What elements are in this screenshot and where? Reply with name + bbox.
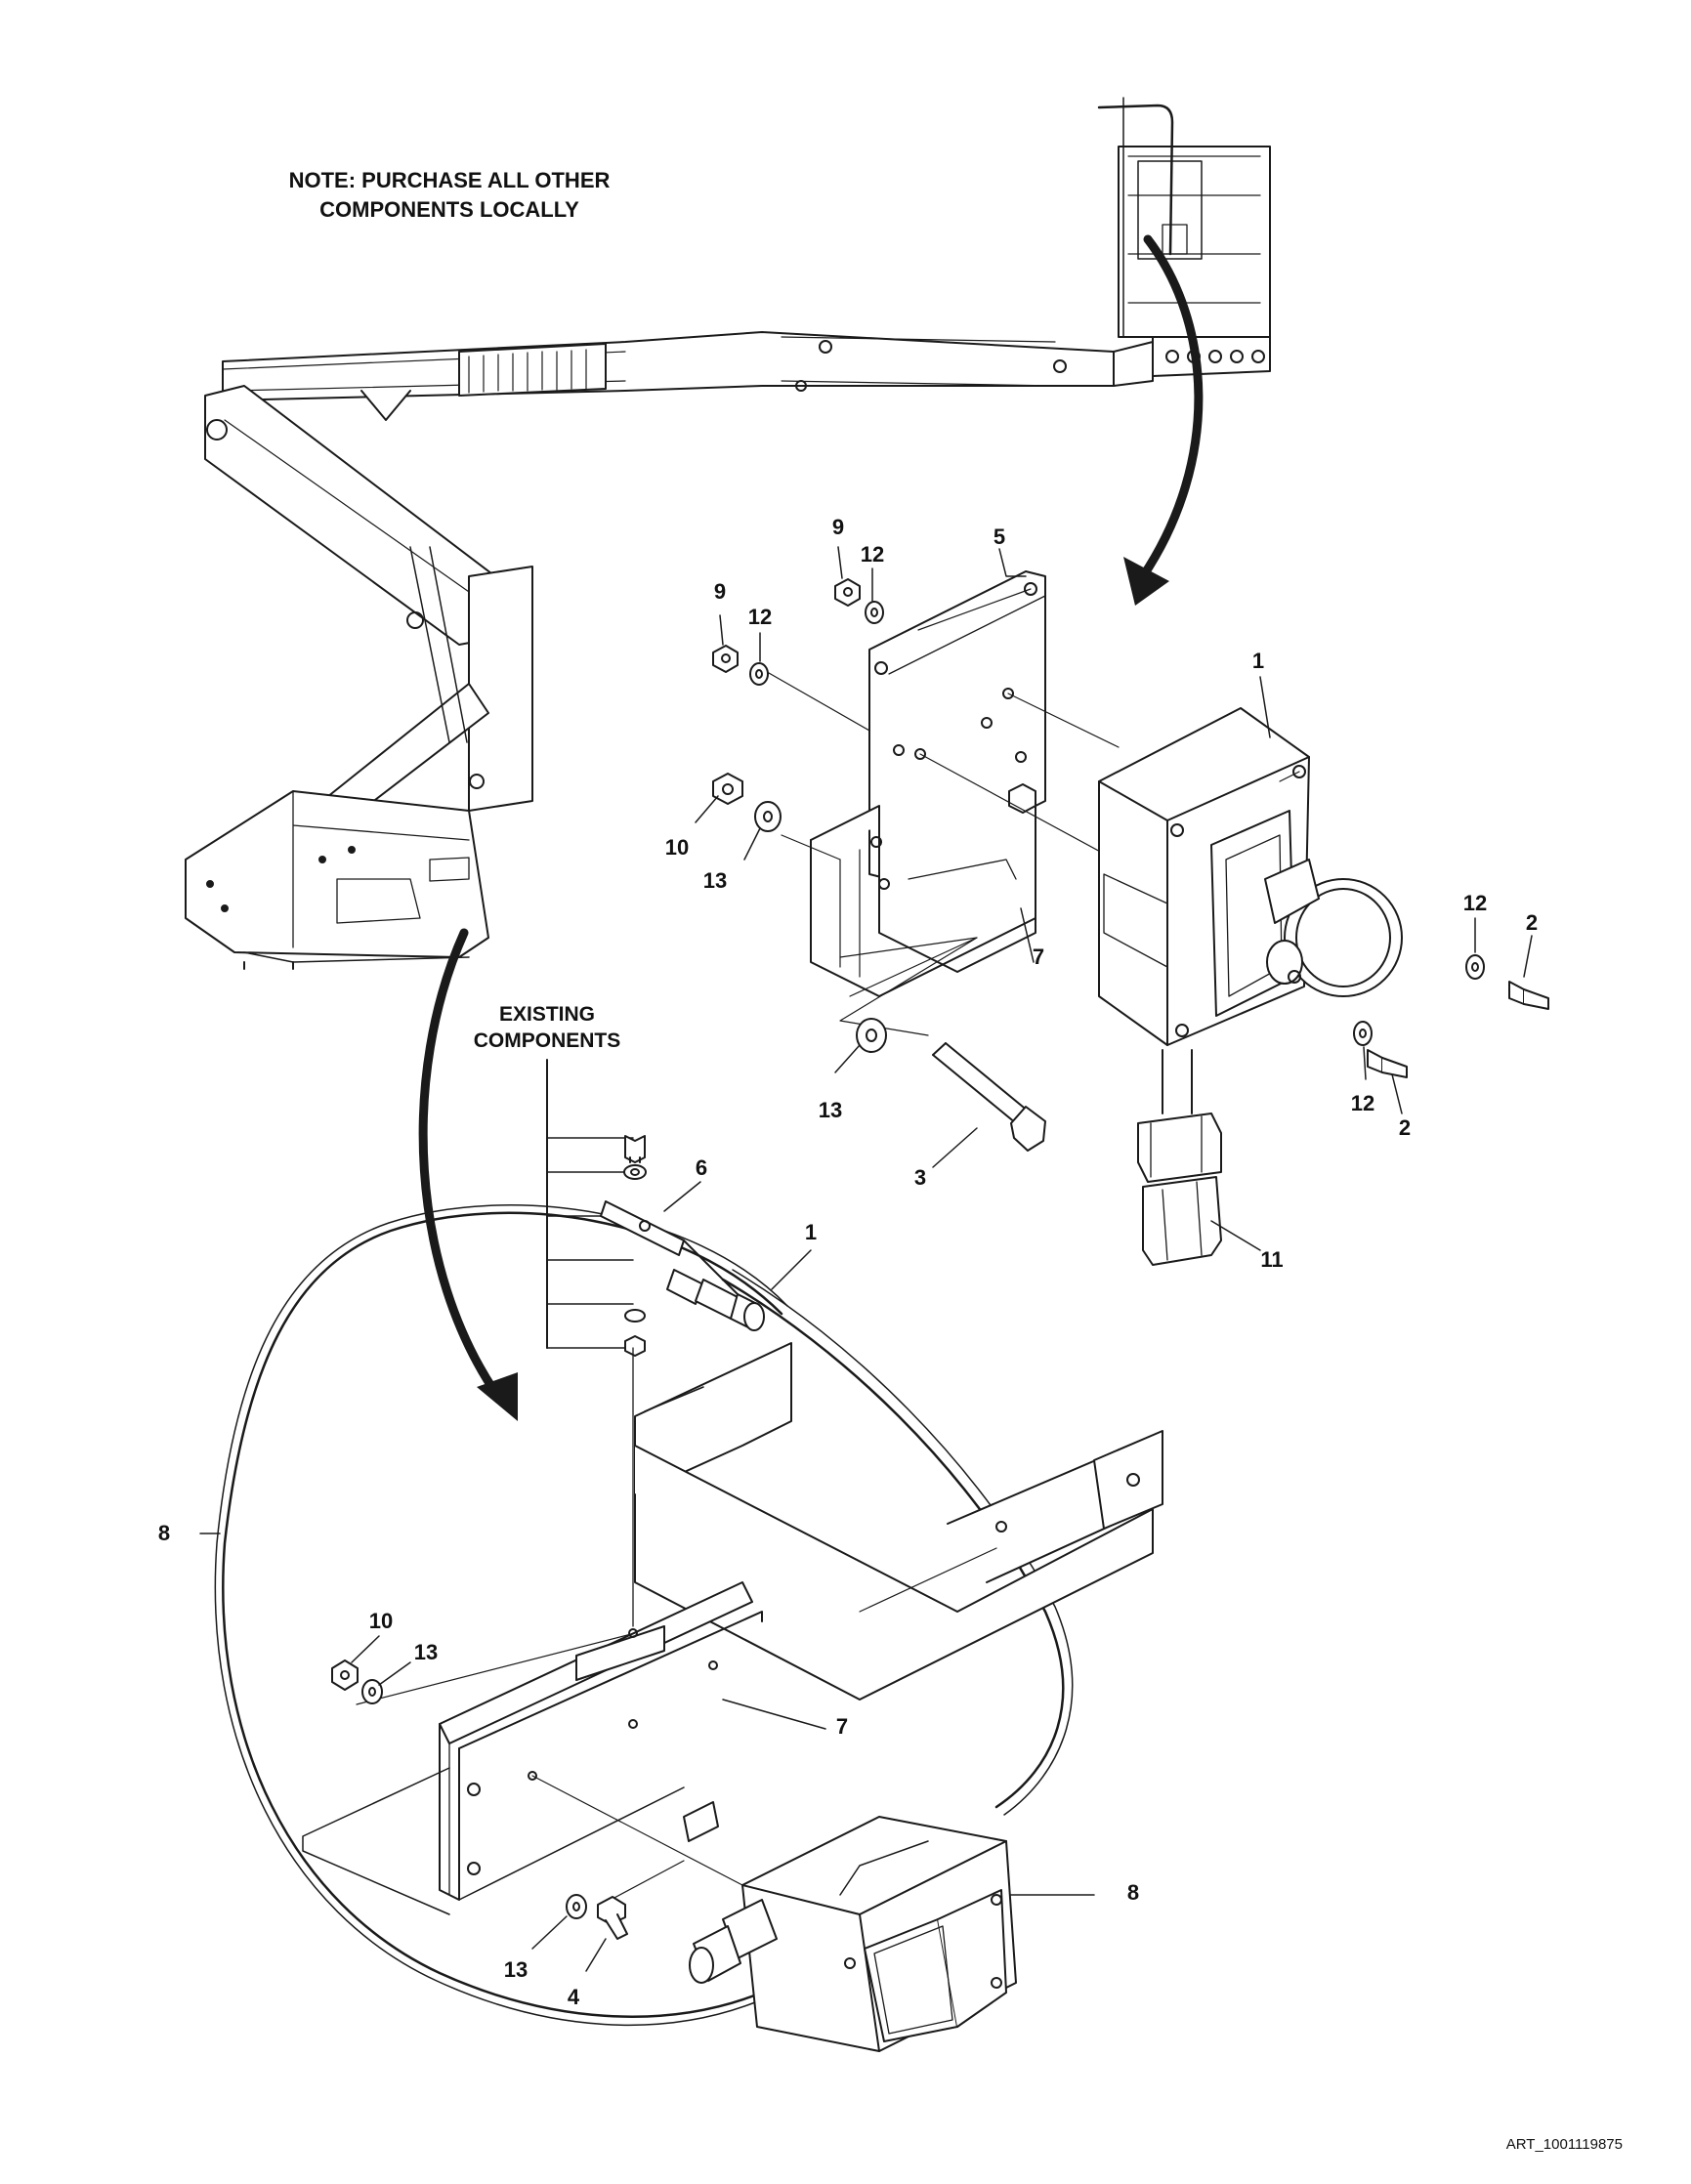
callout-10-lower: 10	[368, 1609, 394, 1633]
callout-12-right-a: 12	[1462, 891, 1488, 915]
nut-10-upper	[712, 773, 743, 805]
callout-9-left: 9	[713, 579, 727, 604]
junction-box-8	[741, 1816, 1017, 2052]
callout-12-left: 12	[747, 605, 773, 629]
bolt-2-right-a	[1508, 981, 1549, 1010]
nut-9-left	[712, 645, 739, 673]
purchase-note-line2: COMPONENTS LOCALLY	[319, 197, 579, 222]
purchase-note-line1: NOTE: PURCHASE ALL OTHER	[288, 168, 611, 192]
callout-9-top: 9	[831, 515, 845, 539]
callout-leaders	[199, 546, 1533, 1972]
cable-gland-11	[1137, 1049, 1222, 1266]
existing-components-label: EXISTING COMPONENTS	[440, 1001, 655, 1054]
callout-1-socket: 1	[1251, 649, 1265, 673]
washer-12-right-a	[1465, 954, 1485, 980]
callout-11: 11	[1260, 1247, 1284, 1272]
callout-5: 5	[993, 525, 1006, 549]
callout-2-right-a: 2	[1525, 910, 1539, 935]
nut-10-lower	[331, 1659, 359, 1691]
callout-12-top: 12	[860, 542, 885, 567]
callout-2-right-b: 2	[1398, 1115, 1412, 1140]
callout-6: 6	[695, 1155, 708, 1180]
callout-7-upper: 7	[1032, 945, 1045, 969]
socket-box-1	[1098, 707, 1403, 1046]
washer-13-bottom	[566, 1894, 587, 1919]
callout-10-upper: 10	[664, 835, 690, 860]
arrow-to-chassis-detail	[418, 928, 518, 1421]
callout-13-lower-left: 13	[413, 1640, 439, 1664]
callout-13-upper: 13	[702, 868, 728, 893]
callout-1-plug: 1	[804, 1220, 818, 1244]
washer-13-lower-left	[361, 1679, 383, 1704]
art-id: ART_1001119875	[1505, 2136, 1623, 2153]
callout-7-lower: 7	[835, 1714, 849, 1739]
mounting-bracket-5	[761, 570, 1359, 1036]
bolt-4	[597, 1896, 628, 1940]
washer-12-right-b	[1353, 1021, 1373, 1046]
existing-label-line2: COMPONENTS	[473, 1029, 621, 1052]
callout-12-right-b: 12	[1350, 1091, 1375, 1115]
callout-3: 3	[913, 1165, 927, 1190]
washer-13-lower	[856, 1018, 887, 1053]
bolt-3	[932, 1042, 1046, 1152]
callout-13-bottom: 13	[503, 1957, 528, 1982]
boom-lift-machine	[185, 97, 1271, 970]
nut-9-top	[834, 578, 861, 607]
arrow-to-platform-detail	[1123, 234, 1204, 606]
plug-1	[666, 1269, 765, 1331]
chassis-mount-bracket	[302, 1342, 1163, 1915]
callout-4: 4	[567, 1985, 580, 2009]
callout-8-box: 8	[1126, 1880, 1140, 1905]
existing-components-bracket	[546, 1059, 647, 1357]
washer-12-left	[749, 662, 769, 686]
bolt-2-right-b	[1367, 1049, 1408, 1078]
purchase-note: NOTE: PURCHASE ALL OTHER COMPONENTS LOCA…	[225, 166, 674, 225]
callout-13-middle: 13	[818, 1098, 843, 1122]
callout-8-cable: 8	[157, 1521, 171, 1545]
existing-label-line1: EXISTING	[498, 1003, 596, 1026]
gland-junction-box	[683, 1801, 778, 1984]
washer-12-top	[865, 601, 884, 624]
clamp-6	[600, 1200, 685, 1256]
washer-13-upper	[754, 801, 782, 832]
